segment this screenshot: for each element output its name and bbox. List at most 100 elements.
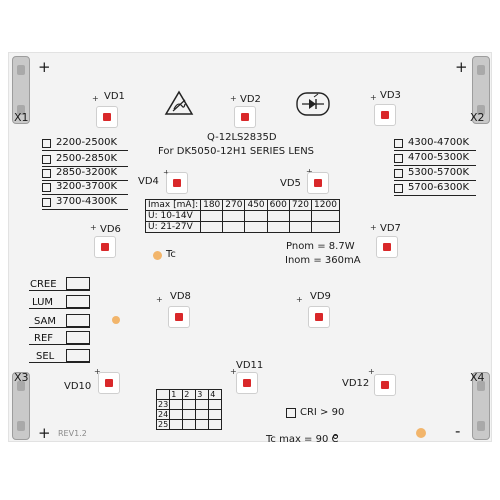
cct-underline [42,180,128,181]
terminal-x3-polarity: + [38,424,51,442]
vd7-plus: + [370,223,377,232]
vd6-plus: + [90,223,97,232]
bin-row-24: 24 [155,409,171,420]
cri-label: CRI > 90 [300,407,345,418]
mfr-lum: LUM [32,297,54,308]
vd10-plus: + [94,367,101,376]
cct-underline [42,209,128,210]
bin-col-4: 4 [208,389,223,400]
mfr-ref: REF [34,333,54,344]
bin-col-3: 3 [195,389,210,400]
cct-checkbox [42,183,51,192]
bin-col-1: 1 [169,389,184,400]
current-label: Inom = 360mA [285,255,361,266]
cct-underline [394,150,476,151]
terminal-x1-polarity: + [38,58,51,76]
vd12-plus: + [368,367,375,376]
led-vd7 [376,236,398,258]
cct-checkbox [394,169,403,178]
cct-checkbox [42,139,51,148]
current-header: Imax [mA]: [144,199,202,211]
cct-left-3: 2850-3200K [56,167,118,178]
cct-underline [42,194,128,195]
vd4-label: VD4 [138,176,159,187]
led-vd6 [94,236,116,258]
lens-note: For DK5050-12H1 SERIES LENS [158,146,315,157]
current-table: Imax [mA]: 180 270 450 600 720 1200 U: 1… [144,199,340,233]
vd2-plus: + [230,94,237,103]
cct-checkbox [42,169,51,178]
cct-underline [394,195,476,196]
led-vd4 [166,172,188,194]
mfr-sam: SAM [34,316,57,327]
mfr-underline [29,344,90,345]
vd8-label: VD8 [170,291,191,302]
led-vd8 [168,306,190,328]
cct-underline [394,165,476,166]
mfr-box [66,349,90,362]
led-vd10 [98,372,120,394]
current-720: 720 [288,199,313,211]
cct-right-4: 5700-6300K [408,182,470,193]
cct-underline [394,180,476,181]
vd12-label: VD12 [342,378,370,389]
mfr-box [66,314,90,327]
terminal-x4-label: X4 [470,371,485,384]
bin-grid: 1 2 3 4 23 24 25 [155,389,223,430]
cct-left-5: 3700-4300K [56,196,118,207]
cct-checkbox [394,184,403,193]
vd1-label: VD1 [104,91,125,102]
led-vd11 [236,372,258,394]
mfr-sel: SEL [36,351,55,362]
vd9-label: VD9 [310,291,331,302]
cct-checkbox [42,155,51,164]
led-vd1 [96,106,118,128]
cct-right-3: 5300-5700K [408,167,470,178]
cct-right-2: 4700-5300K [408,152,470,163]
terminal-x2-label: X2 [470,111,485,124]
vd5-plus: + [306,168,313,176]
terminal-x4-polarity: - [455,422,461,440]
mfr-underline [29,362,90,363]
current-180: 180 [200,199,224,211]
tc-max-label: Tc max = 90 C [266,434,339,445]
vd10-label: VD10 [64,381,92,392]
mfr-underline [29,290,90,291]
revision-label: REV1.2 [58,429,87,438]
led-vd5 [307,172,329,194]
cct-checkbox [394,139,403,148]
bin-row-25: 25 [155,419,171,430]
led-vd12 [374,374,396,396]
vd1-plus: + [92,94,99,103]
terminal-x2-polarity: + [455,58,468,76]
vd11-plus: + [230,367,237,376]
tc-point-dot [416,428,426,438]
bin-col-2: 2 [182,389,197,400]
cct-underline [42,166,128,167]
mfr-underline [29,327,90,328]
board-model: Q-12LS2835D [207,132,277,143]
vd2-label: VD2 [240,94,261,105]
vd8-plus: + [156,295,163,304]
degree-mark [333,434,338,439]
voltage-row-2: U: 21-27V [144,221,202,233]
mfr-box [66,277,90,290]
vd3-label: VD3 [380,90,401,101]
terminal-x3-label: X3 [14,371,29,384]
terminal-x4 [472,372,490,440]
voltage-row-1: U: 10-14V [144,210,202,222]
tc-point-dot [153,251,162,260]
cct-checkbox [394,154,403,163]
diode-symbol-icon [296,92,330,116]
mfr-box [66,331,90,344]
led-vd9 [308,306,330,328]
cct-left-2: 2500-2850K [56,153,118,164]
cct-left-4: 3200-3700K [56,181,118,192]
terminal-x1 [12,56,30,124]
esd-warning-icon [164,90,194,115]
vd7-label: VD7 [380,223,401,234]
vd9-plus: + [296,295,303,304]
led-vd3 [374,104,396,126]
current-1200: 1200 [311,199,340,211]
current-450: 450 [244,199,268,211]
